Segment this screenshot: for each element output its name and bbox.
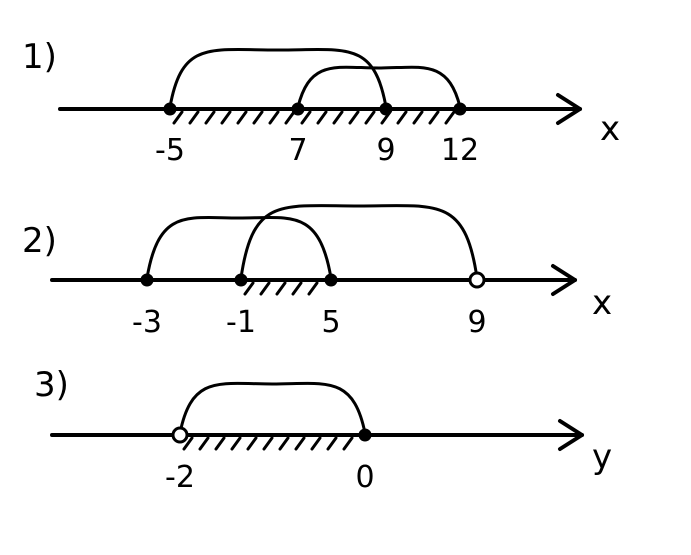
point-label: 9 [376, 133, 395, 168]
point-label: -1 [226, 305, 256, 340]
problem-label: 1) [22, 37, 57, 77]
axis-variable: x [600, 109, 620, 149]
point-label: -3 [132, 305, 162, 340]
interval-arc [239, 204, 479, 280]
point-label: 5 [321, 305, 340, 340]
closed-point [453, 102, 467, 116]
problems-group: 1) x -5 7 9 12 2) x -3 -1 5 9 3) y -2 0 [22, 37, 620, 495]
hatched-interval [182, 436, 354, 451]
problem-1: 1) x -5 7 9 12 [22, 37, 620, 168]
point-label: 12 [441, 133, 479, 168]
interval-arc [296, 65, 462, 109]
axis-variable: y [592, 437, 612, 477]
point-label: 0 [355, 460, 374, 495]
problem-3: 3) y -2 0 [34, 365, 612, 495]
interval-arc [178, 381, 367, 435]
point-label: 9 [467, 305, 486, 340]
open-point [468, 271, 486, 289]
closed-point [379, 102, 393, 116]
axis-variable: x [592, 283, 612, 323]
open-point [171, 426, 189, 444]
interval-arc [145, 216, 333, 280]
problem-2: 2) x -3 -1 5 9 [22, 204, 612, 340]
problem-label: 2) [22, 221, 57, 261]
hatched-interval [243, 281, 319, 296]
point-label: 7 [288, 133, 307, 168]
interval-arc [168, 47, 388, 109]
closed-point [324, 273, 338, 287]
arrow-head-icon [558, 419, 584, 451]
closed-point [358, 428, 372, 442]
problem-label: 3) [34, 365, 69, 405]
closed-point [291, 102, 305, 116]
arrow-head-icon [551, 264, 577, 296]
closed-point [140, 273, 154, 287]
closed-point [234, 273, 248, 287]
point-label: -2 [165, 460, 195, 495]
arrow-head-icon [556, 93, 582, 125]
point-label: -5 [155, 133, 185, 168]
hatched-interval [172, 110, 456, 125]
closed-point [163, 102, 177, 116]
